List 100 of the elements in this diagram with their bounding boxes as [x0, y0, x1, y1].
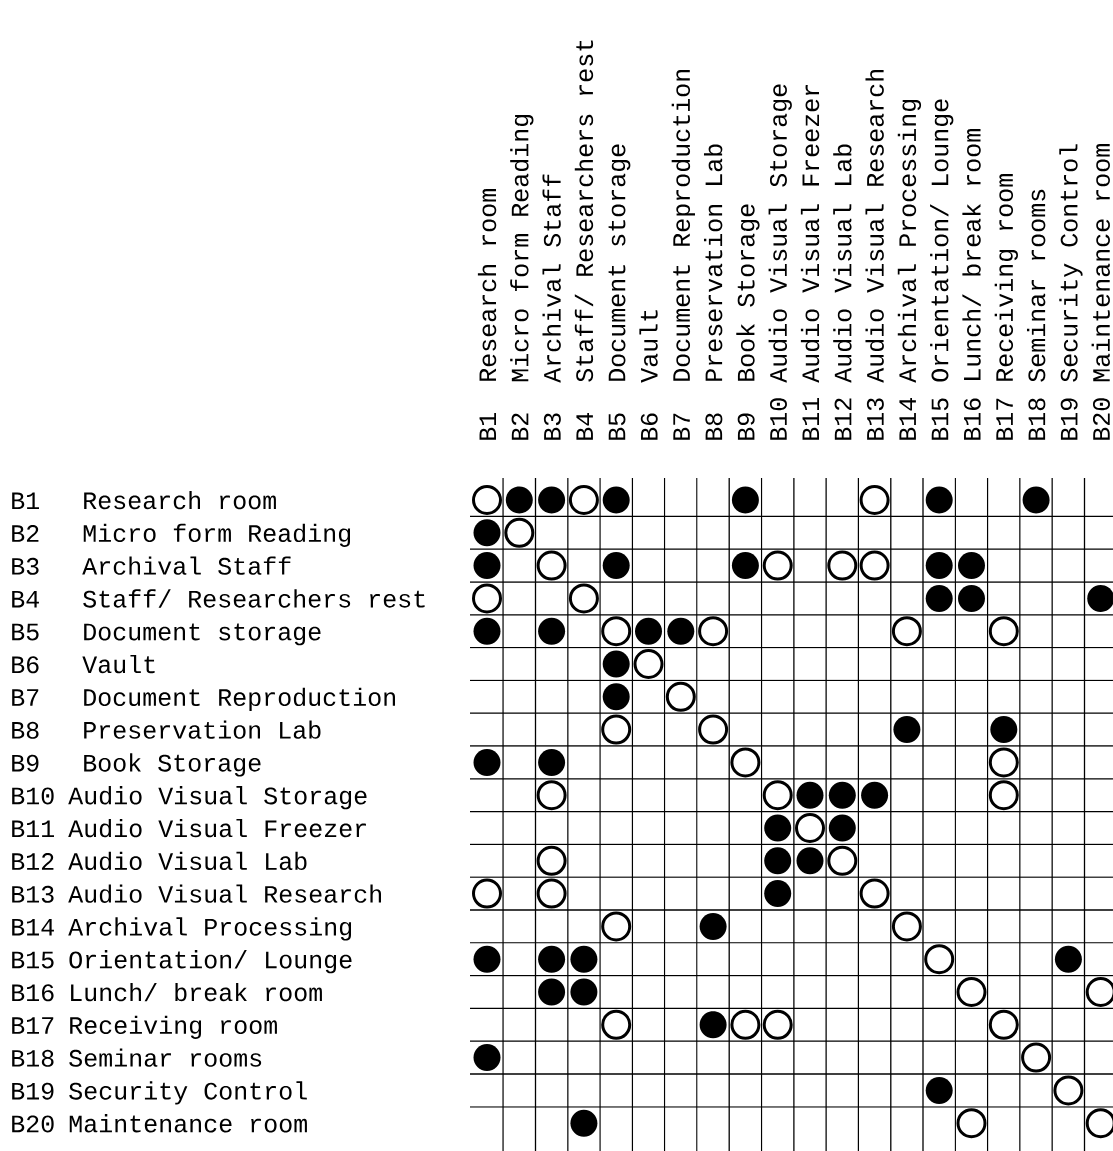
row-label: Research room [84, 490, 276, 510]
relation-circle [891, 616, 922, 647]
row-label: Archival Staff [82, 556, 291, 575]
relation-circle [956, 977, 987, 1007]
row-label: B11 [12, 820, 54, 837]
column-label: Preservation Lab [704, 144, 723, 381]
relation-dot [473, 748, 501, 776]
column-label: B6 [640, 413, 658, 440]
column-label: Research room [477, 189, 497, 381]
relation-dot [538, 486, 566, 514]
row-label: Micro form Reading [83, 523, 351, 547]
column-label: Seminar rooms [1027, 189, 1046, 382]
relation-circle [859, 485, 890, 515]
column-label: B19 [1060, 398, 1078, 440]
relation-dot [602, 683, 630, 711]
relation-circle [988, 1009, 1019, 1040]
row-label: B3 [12, 557, 39, 575]
relation-dot [699, 912, 727, 940]
column-label: B15 [931, 398, 949, 440]
relation-circle [536, 845, 567, 876]
row-label: Audio Visual Lab [68, 851, 307, 871]
row-label: Lunch/ break room [71, 982, 322, 1002]
relation-dot [925, 1076, 953, 1104]
relation-dot [828, 781, 856, 809]
row-label: Receiving room [70, 1015, 277, 1039]
column-label: B2 [511, 413, 529, 440]
relation-circle [924, 944, 955, 975]
column-label: B10 [770, 398, 787, 440]
column-label: Micro form Reading [510, 114, 534, 382]
row-label: Audio Visual Research [68, 884, 381, 903]
relation-circle [956, 1108, 987, 1139]
column-label: B4 [576, 413, 593, 440]
relation-circle [988, 616, 1019, 647]
row-label: Maintenance room [69, 1114, 307, 1133]
relation-dot [635, 617, 662, 645]
relation-dot [602, 552, 630, 580]
relation-circle [762, 1009, 793, 1040]
relation-circle [698, 616, 729, 647]
column-label: B5 [608, 413, 626, 440]
relation-circle [504, 517, 535, 548]
column-label: B14 [899, 398, 916, 440]
relation-dot [538, 945, 566, 973]
relation-circle [536, 878, 567, 909]
relation-circle [1021, 1042, 1052, 1073]
column-label: Audio Visual Freezer [800, 85, 820, 383]
relation-circle [1053, 1075, 1084, 1106]
relation-dot [570, 945, 598, 973]
relation-circle [730, 1009, 761, 1040]
column-label: Document storage [608, 144, 631, 381]
row-label: B16 [12, 984, 54, 1002]
column-label: Audio Visual Storage [768, 84, 792, 383]
relation-dot [925, 486, 953, 514]
relation-circle [795, 813, 825, 843]
relation-circle [633, 649, 664, 679]
column-label: B1 [479, 413, 496, 440]
relation-circle [472, 485, 502, 515]
column-label: Document Reproduction [671, 70, 695, 381]
column-label: B16 [963, 398, 981, 440]
relation-dot [538, 748, 566, 776]
relation-dot [473, 1044, 501, 1072]
row-label: Preservation Lab [84, 720, 321, 739]
relation-dot [570, 1109, 598, 1137]
relation-dot [570, 978, 598, 1006]
row-label: B18 [12, 1049, 54, 1067]
row-label: B6 [12, 656, 39, 674]
row-label: Document storage [84, 623, 321, 646]
relation-circle [762, 780, 793, 811]
column-label: Orientation/ Lounge [930, 99, 954, 382]
relation-dot [796, 847, 824, 875]
column-label: B9 [737, 413, 755, 440]
column-label: Audio Visual Research [865, 70, 884, 383]
column-label: B18 [1028, 398, 1046, 440]
column-label: B12 [834, 398, 852, 440]
relation-dot [796, 781, 824, 809]
row-label: B14 [12, 918, 54, 936]
row-label: B17 [12, 1017, 54, 1034]
row-label: Security Control [69, 1081, 307, 1105]
relation-dot [958, 552, 985, 580]
relation-dot [764, 880, 792, 908]
row-label: Document Reproduction [84, 687, 395, 711]
column-label: B7 [673, 413, 690, 440]
relation-dot [861, 781, 889, 809]
column-label: Lunch/ break room [962, 129, 981, 380]
column-label: Maintenance room [1091, 144, 1110, 382]
row-label: Book Storage [84, 753, 261, 777]
row-label: B9 [12, 754, 39, 772]
relation-circle [472, 878, 502, 909]
column-label: Archival Processing [897, 99, 922, 383]
relation-circle [827, 845, 858, 876]
row-label: B20 [12, 1115, 54, 1133]
relation-dot [1054, 945, 1082, 973]
row-label: Staff/ Researchers rest [83, 589, 425, 608]
relation-dot [538, 617, 566, 645]
row-label: B19 [12, 1082, 54, 1100]
row-label: B1 [12, 492, 39, 509]
relation-dot [473, 519, 501, 547]
relation-dot [505, 486, 533, 514]
relation-dot [893, 716, 921, 744]
relation-dot [764, 814, 792, 842]
column-label: Vault [639, 310, 658, 383]
